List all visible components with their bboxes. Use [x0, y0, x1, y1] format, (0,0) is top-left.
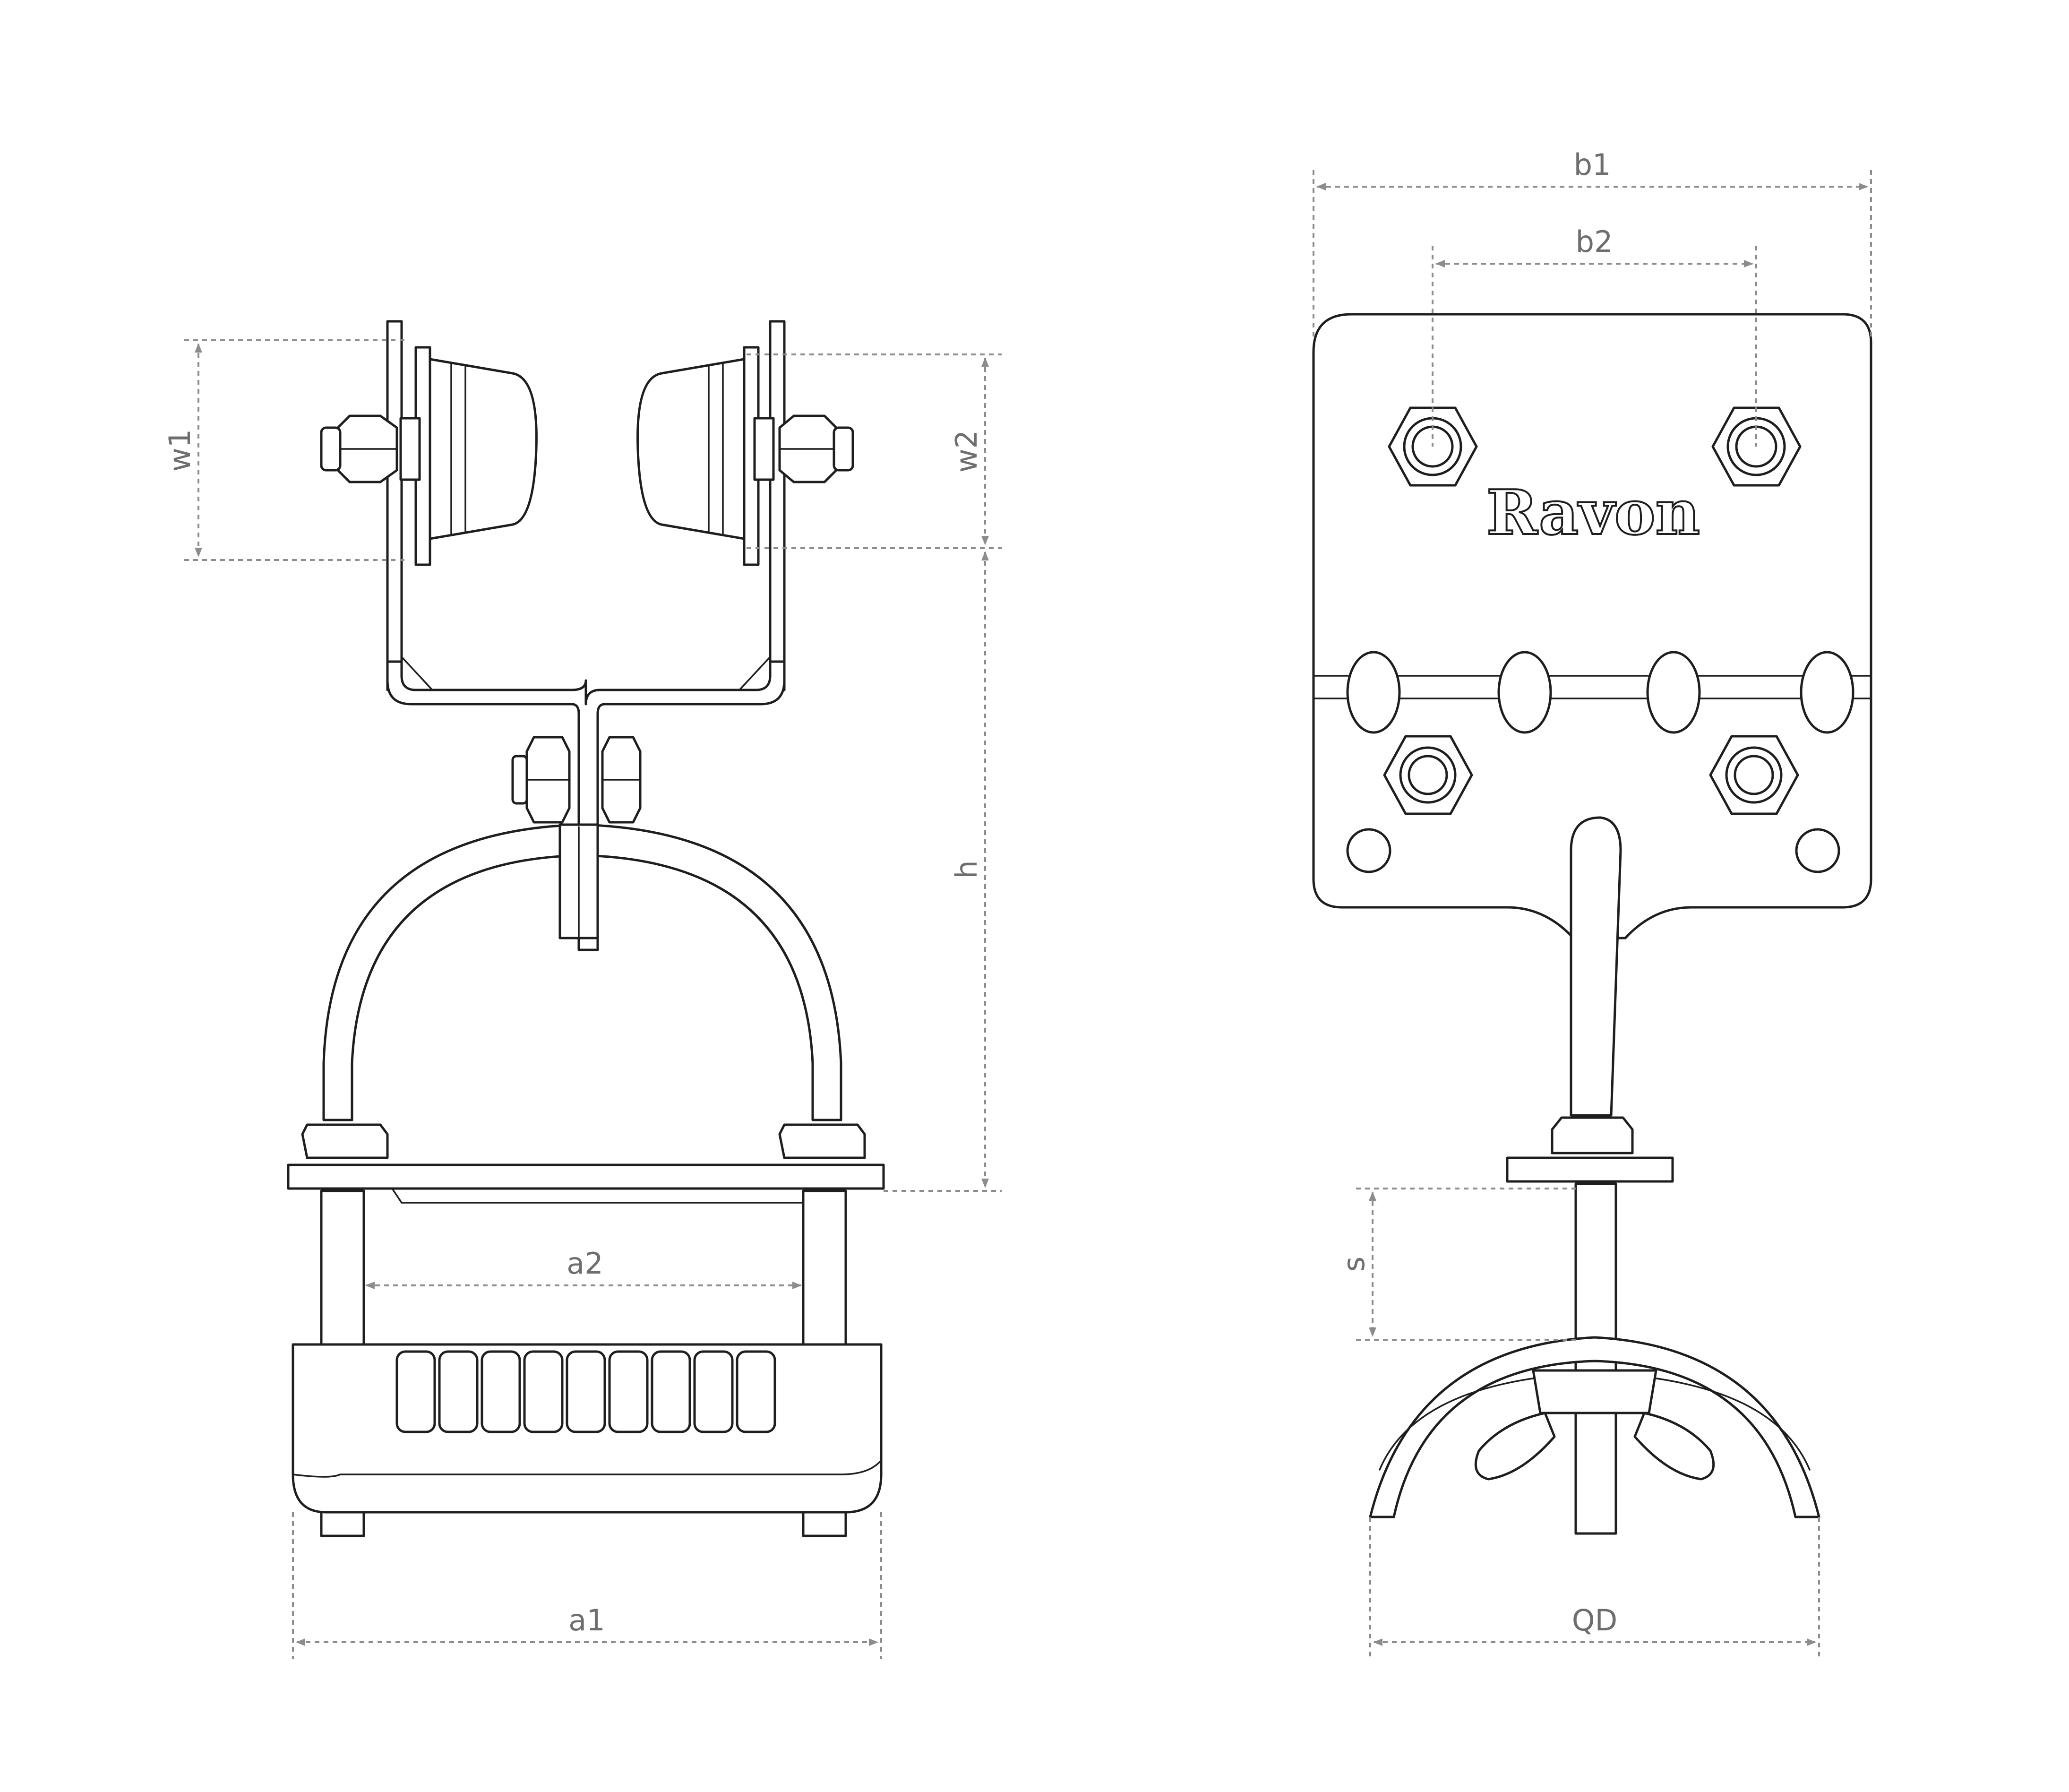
top-bolt-right — [1711, 406, 1802, 487]
right-roller — [636, 320, 854, 691]
dimension-qd: QD — [1369, 1517, 1820, 1659]
side-washer — [1506, 1156, 1674, 1183]
left-clamp-nut — [301, 1123, 389, 1159]
dimension-s: s — [1337, 1188, 1578, 1341]
wing-nut — [1474, 1369, 1715, 1481]
dimension-w2: w2 — [747, 353, 1002, 549]
dim-label-qd: QD — [1572, 1603, 1618, 1637]
brand-logo: Ravon — [1486, 476, 1700, 549]
dim-label-h: h — [949, 860, 984, 879]
cable-arch — [322, 823, 842, 1121]
dimension-b2: b2 — [1432, 224, 1757, 447]
threaded-rods — [320, 1189, 847, 1537]
hinge-bar — [1313, 651, 1872, 734]
dim-label-a2: a2 — [567, 1246, 603, 1281]
clamp-top-plate — [287, 1163, 885, 1190]
hanger-rod — [1570, 816, 1622, 1117]
front-view — [287, 320, 885, 1537]
side-view: Ravon — [1312, 313, 1872, 1535]
dimension-a1: a1 — [292, 1512, 882, 1659]
dim-label-s: s — [1337, 1257, 1371, 1272]
dim-label-a1: a1 — [568, 1603, 605, 1637]
mounting-hole-right — [1795, 828, 1840, 873]
lower-bolt-left — [1383, 735, 1473, 815]
dimension-b1: b1 — [1313, 147, 1872, 340]
roller-bracket — [386, 660, 786, 951]
dim-label-w1: w1 — [163, 429, 197, 472]
dimension-h: h — [884, 551, 1002, 1192]
dimension-w1: w1 — [163, 339, 406, 561]
side-hex-nut — [1551, 1116, 1634, 1154]
lower-bolt-right — [1709, 735, 1799, 815]
center-bolt — [511, 736, 642, 824]
dim-label-w2: w2 — [949, 430, 984, 473]
left-roller — [320, 320, 538, 691]
right-clamp-nut — [778, 1123, 866, 1159]
dim-label-b2: b2 — [1576, 224, 1613, 259]
clamp-grip-ribs — [395, 1350, 776, 1433]
mounting-hole-left — [1346, 828, 1391, 873]
dim-label-b1: b1 — [1574, 147, 1611, 182]
dimension-a2: a2 — [365, 1246, 802, 1289]
